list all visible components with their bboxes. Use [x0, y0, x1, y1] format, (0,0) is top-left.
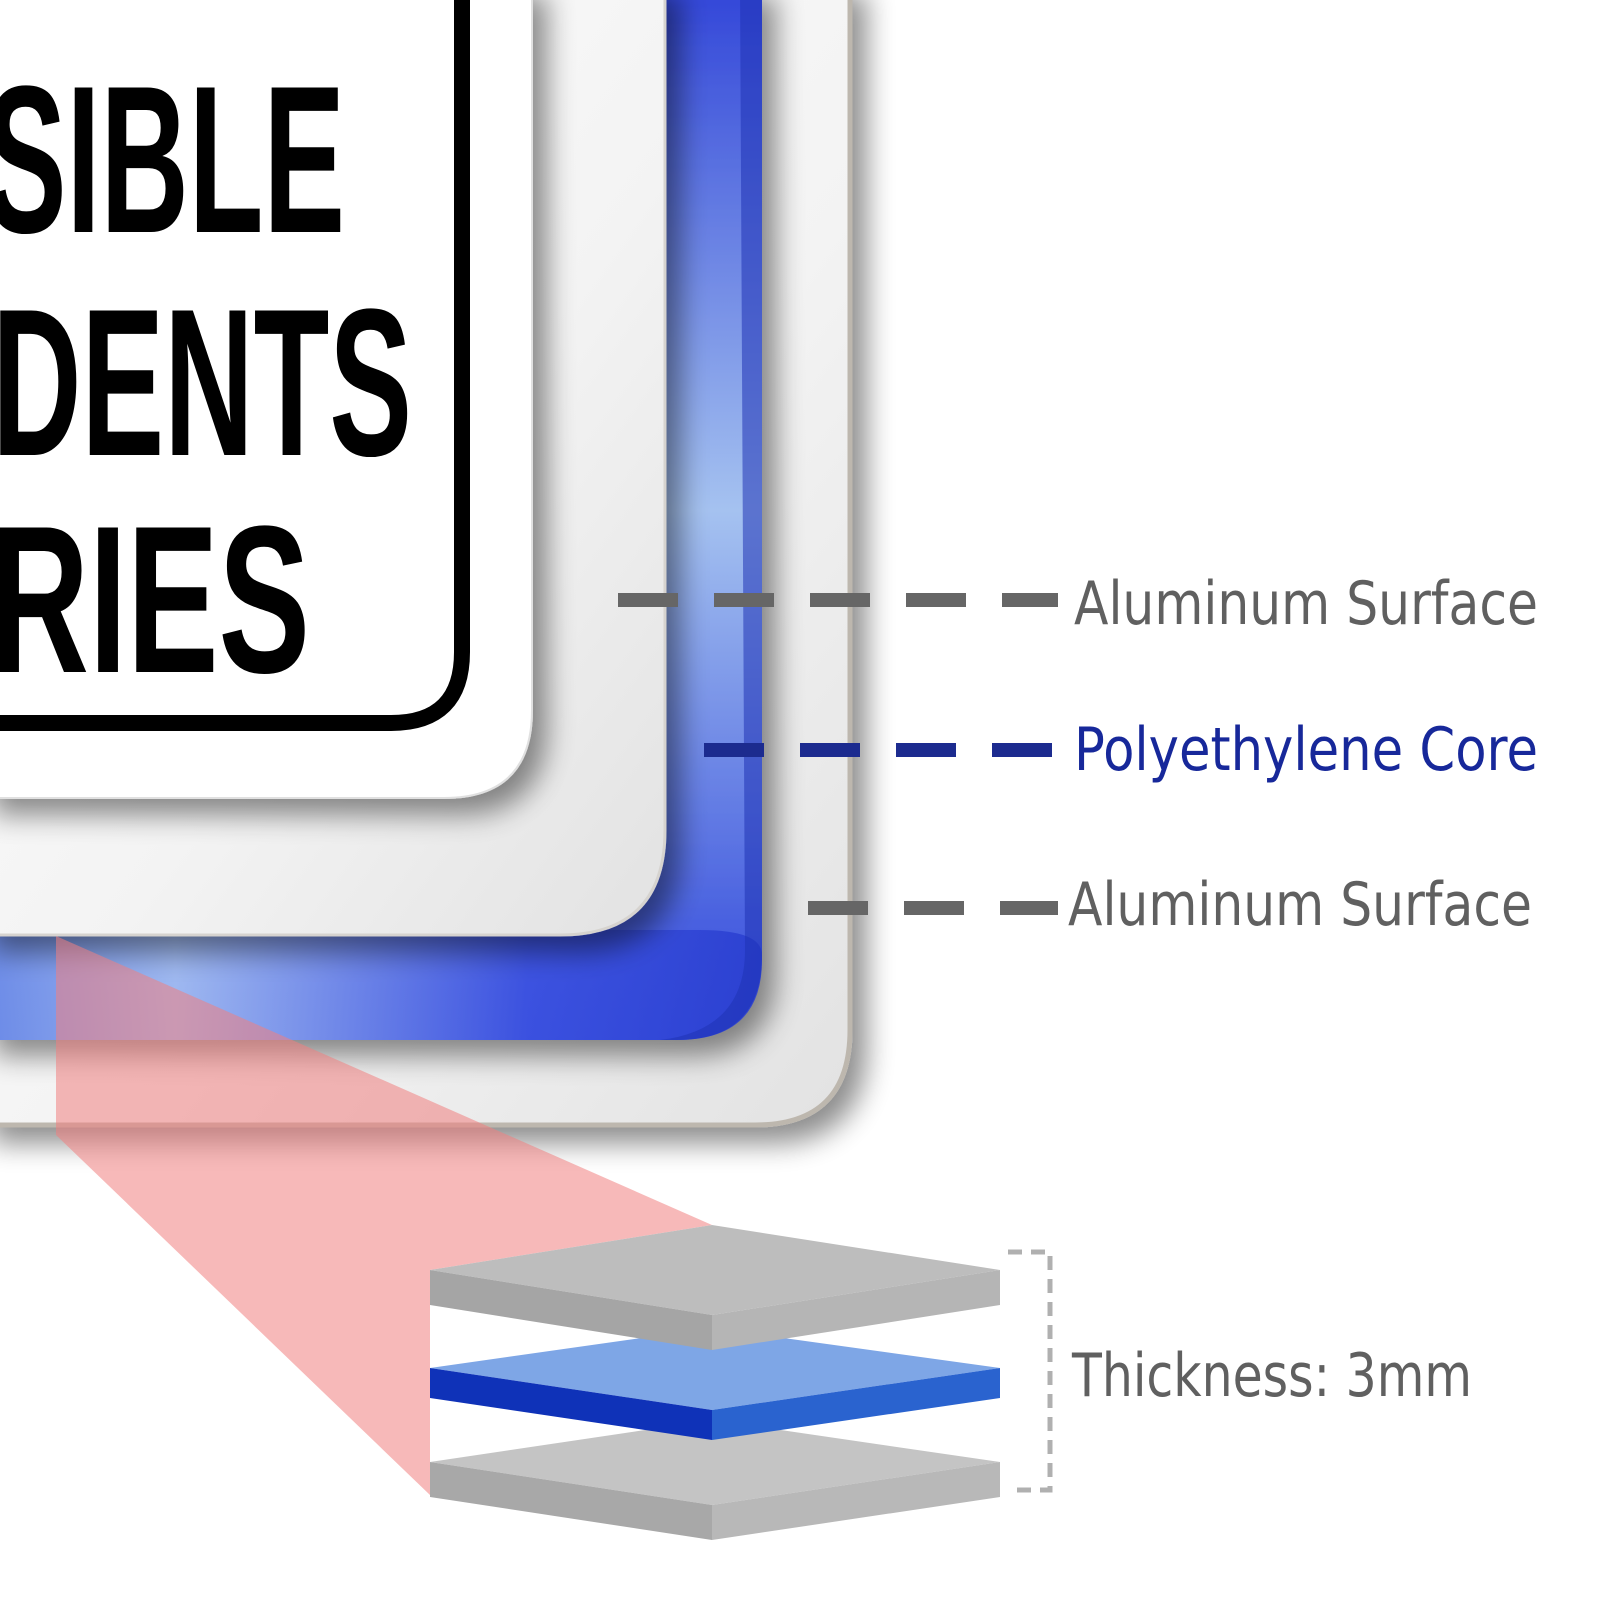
thickness-bracket [1008, 1249, 1053, 1493]
label-polyethylene-core: Polyethylene Core [1074, 715, 1538, 785]
sign-border [0, 0, 470, 731]
sign-face: SIBLE DENTS RIES [0, 0, 533, 799]
exploded-layer-stack [430, 1225, 1000, 1540]
label-aluminum-surface-bottom: Aluminum Surface [1068, 870, 1532, 940]
sign-line-3: RIES [0, 482, 310, 717]
zoom-projection [56, 936, 712, 1495]
top-aluminum-plate [430, 1225, 1000, 1350]
label-thickness: Thickness: 3mm [1071, 1341, 1472, 1411]
label-aluminum-surface-top: Aluminum Surface [1074, 569, 1538, 639]
bottom-aluminum-plate [430, 1420, 1000, 1540]
sign-line-2: DENTS [0, 265, 412, 500]
sign-line-1: SIBLE [0, 42, 345, 277]
core-plate [430, 1328, 1000, 1440]
